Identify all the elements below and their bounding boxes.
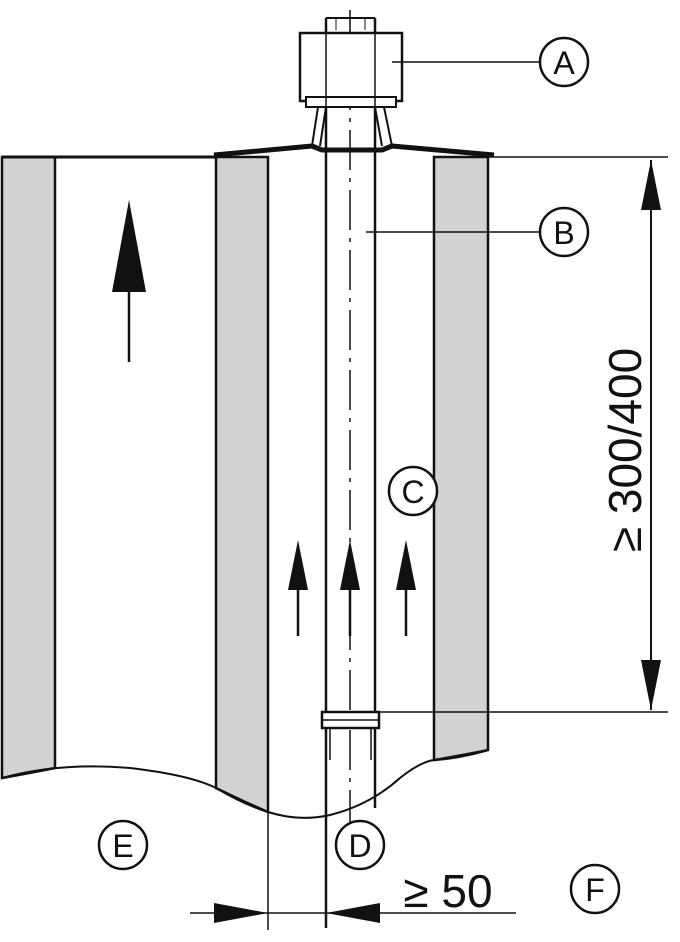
callout-c: C [387, 465, 439, 517]
up-arrow-icon [288, 540, 308, 636]
callout-f-label: F [585, 872, 605, 908]
dimension-arrow-icon [641, 660, 661, 710]
callout-a: A [538, 36, 590, 88]
callout-b-label: B [553, 215, 574, 251]
dimension-arrow-icon [326, 903, 380, 923]
dimension-arrow-icon [214, 903, 268, 923]
callout-c-label: C [401, 474, 424, 510]
callout-e-label: E [112, 828, 133, 864]
terminal-cap [298, 31, 404, 103]
callout-e: E [97, 819, 149, 871]
cover-plate [213, 143, 495, 158]
terminal-cap-collar [305, 96, 397, 108]
shaft-wall-left [214, 155, 270, 814]
break-line [1, 749, 489, 819]
callout-f: F [569, 863, 621, 915]
height-dimension-label: ≥ 300/400 [599, 348, 651, 552]
dimension-arrow-icon [641, 160, 661, 210]
callout-d-label: D [348, 828, 371, 864]
gap-dimension-label: ≥ 50 [403, 865, 492, 917]
up-arrow-icon [396, 540, 416, 636]
callout-d: D [334, 819, 386, 871]
left-outer-wall [0, 155, 57, 780]
up-arrow-icon [112, 200, 146, 362]
callout-b: B [538, 206, 590, 258]
callout-a-label: A [553, 45, 575, 81]
terminal-cone [311, 106, 393, 147]
up-arrow-icon [340, 540, 360, 636]
shaft-wall-right [432, 155, 490, 762]
